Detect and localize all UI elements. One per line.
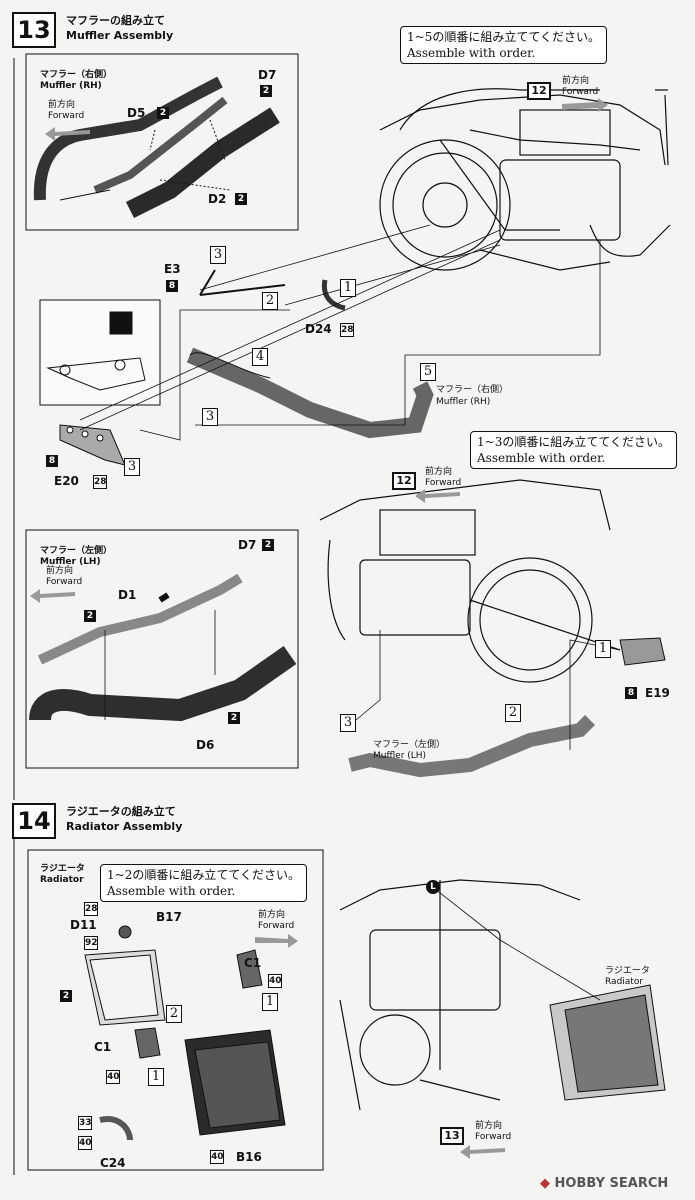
order-2-14: 2: [166, 1005, 182, 1023]
step-13-rh-order-note: 1~5の順番に組み立ててください。 Assemble with order.: [400, 26, 607, 64]
muffler-rh-en: Muffler (RH): [436, 397, 491, 407]
part-d24: D24: [305, 322, 332, 336]
part-e20: E20: [54, 474, 79, 488]
order-2: 2: [262, 292, 278, 310]
part-d11-number-28: 28: [84, 902, 98, 916]
part-e19-number: 8: [625, 687, 637, 699]
note-jp: 1~3の順番に組み立ててください。: [477, 435, 670, 449]
part-e20-number-8: 8: [46, 455, 58, 467]
part-d2-number: 2: [235, 193, 247, 205]
radiator-label-en: Radiator: [605, 977, 644, 987]
order-1-14-b: 1: [148, 1068, 164, 1086]
part-b16: B16: [236, 1150, 262, 1164]
part-d5-number: 2: [157, 107, 169, 119]
step-14-number: 14: [12, 803, 56, 839]
part-d1: D1: [118, 588, 137, 602]
part-d24-number: 28: [340, 323, 354, 337]
order-1: 1: [340, 279, 356, 297]
part-e3: E3: [164, 262, 181, 276]
part-e20-number-28: 28: [93, 475, 107, 489]
part-d2: D2: [208, 192, 227, 206]
rh-forward-en: Forward: [48, 111, 85, 121]
ref-step-13: 13: [440, 1127, 464, 1145]
part-c24-number-40: 40: [78, 1136, 92, 1150]
step-13-title-jp: マフラーの組み立て: [66, 14, 165, 27]
part-d7-lh-number: 2: [262, 539, 274, 551]
logo-icon: ◆: [540, 1176, 555, 1191]
part-d11-number-92: 92: [84, 936, 98, 950]
order-1-14-a: 1: [262, 993, 278, 1011]
forward-jp-top: 前方向: [562, 76, 590, 86]
rh-muffler-name-jp: マフラー（右側）: [40, 70, 113, 80]
muffler-rh-jp: マフラー（右側）: [436, 385, 509, 395]
part-c1-right-number: 40: [268, 974, 282, 988]
order-4: 4: [252, 348, 268, 366]
ref-step-12-top: 12: [527, 82, 551, 100]
note-en: Assemble with order.: [107, 884, 236, 898]
forward-en-mid: Forward: [425, 478, 462, 488]
order-3-b: 3: [124, 458, 140, 476]
part-c24-number-33: 33: [78, 1116, 92, 1130]
order-5: 5: [420, 363, 436, 381]
forward-en-14: Forward: [258, 921, 295, 931]
order-3-a: 3: [202, 408, 218, 426]
forward-jp-14: 前方向: [258, 910, 286, 920]
part-b16-number: 40: [210, 1150, 224, 1164]
part-d6-number: 2: [228, 712, 240, 724]
part-c1-left: C1: [94, 1040, 112, 1054]
order-3-lh: 3: [340, 714, 356, 732]
part-c1-right: C1: [244, 956, 262, 970]
part-b17-number: 2: [60, 990, 72, 1002]
step-13-title-en: Muffler Assembly: [66, 29, 174, 42]
lh-muffler-name-en: Muffler (LH): [40, 557, 101, 567]
ref-step-12-mid: 12: [392, 472, 416, 490]
part-e19: E19: [645, 686, 670, 700]
forward-en-bottom: Forward: [475, 1132, 512, 1142]
order-2-lh: 2: [505, 704, 521, 722]
part-e3-number: 8: [166, 280, 178, 292]
rh-muffler-name-en: Muffler (RH): [40, 81, 102, 91]
part-d7-rh: D7: [258, 68, 277, 82]
hobby-search-logo: ◆ HOBBY SEARCH: [540, 1176, 668, 1191]
radiator-panel-name-en: Radiator: [40, 875, 84, 885]
part-d6: D6: [196, 738, 215, 752]
part-c1-left-number: 40: [106, 1070, 120, 1084]
order-1-lh: 1: [595, 640, 611, 658]
note-en: Assemble with order.: [407, 46, 536, 60]
part-d1-number: 2: [84, 610, 96, 622]
forward-en-top: Forward: [562, 87, 599, 97]
part-d7-lh: D7: [238, 538, 257, 552]
part-c24: C24: [100, 1156, 126, 1170]
part-d7-rh-number: 2: [260, 85, 272, 97]
rh-forward-jp: 前方向: [48, 100, 76, 110]
lh-forward-jp: 前方向: [46, 566, 74, 576]
lh-forward-en: Forward: [46, 577, 83, 587]
part-d5: D5: [127, 106, 146, 120]
note-jp: 1~2の順番に組み立ててください。: [107, 868, 300, 882]
muffler-lh-en: Muffler (LH): [373, 751, 427, 761]
forward-jp-mid: 前方向: [425, 467, 453, 477]
step-14-order-note: 1~2の順番に組み立ててください。 Assemble with order.: [100, 864, 307, 902]
radiator-label-jp: ラジエータ: [605, 966, 650, 976]
marker-l: L: [426, 880, 440, 894]
step-13-lh-order-note: 1~3の順番に組み立ててください。 Assemble with order.: [470, 431, 677, 469]
brand-text: HOBBY SEARCH: [554, 1176, 669, 1191]
forward-jp-bottom: 前方向: [475, 1121, 503, 1131]
step-14-title-jp: ラジエータの組み立て: [66, 805, 176, 818]
step-14-title-en: Radiator Assembly: [66, 820, 183, 833]
step-13-number: 13: [12, 12, 56, 48]
radiator-panel-name-jp: ラジエータ: [40, 864, 85, 874]
order-3-e3: 3: [210, 246, 226, 264]
part-d11: D11: [70, 918, 97, 932]
lh-muffler-name-jp: マフラー（左側）: [40, 546, 113, 556]
note-jp: 1~5の順番に組み立ててください。: [407, 30, 600, 44]
muffler-lh-jp: マフラー（左側）: [373, 740, 446, 750]
note-en: Assemble with order.: [477, 451, 606, 465]
part-b17: B17: [156, 910, 182, 924]
